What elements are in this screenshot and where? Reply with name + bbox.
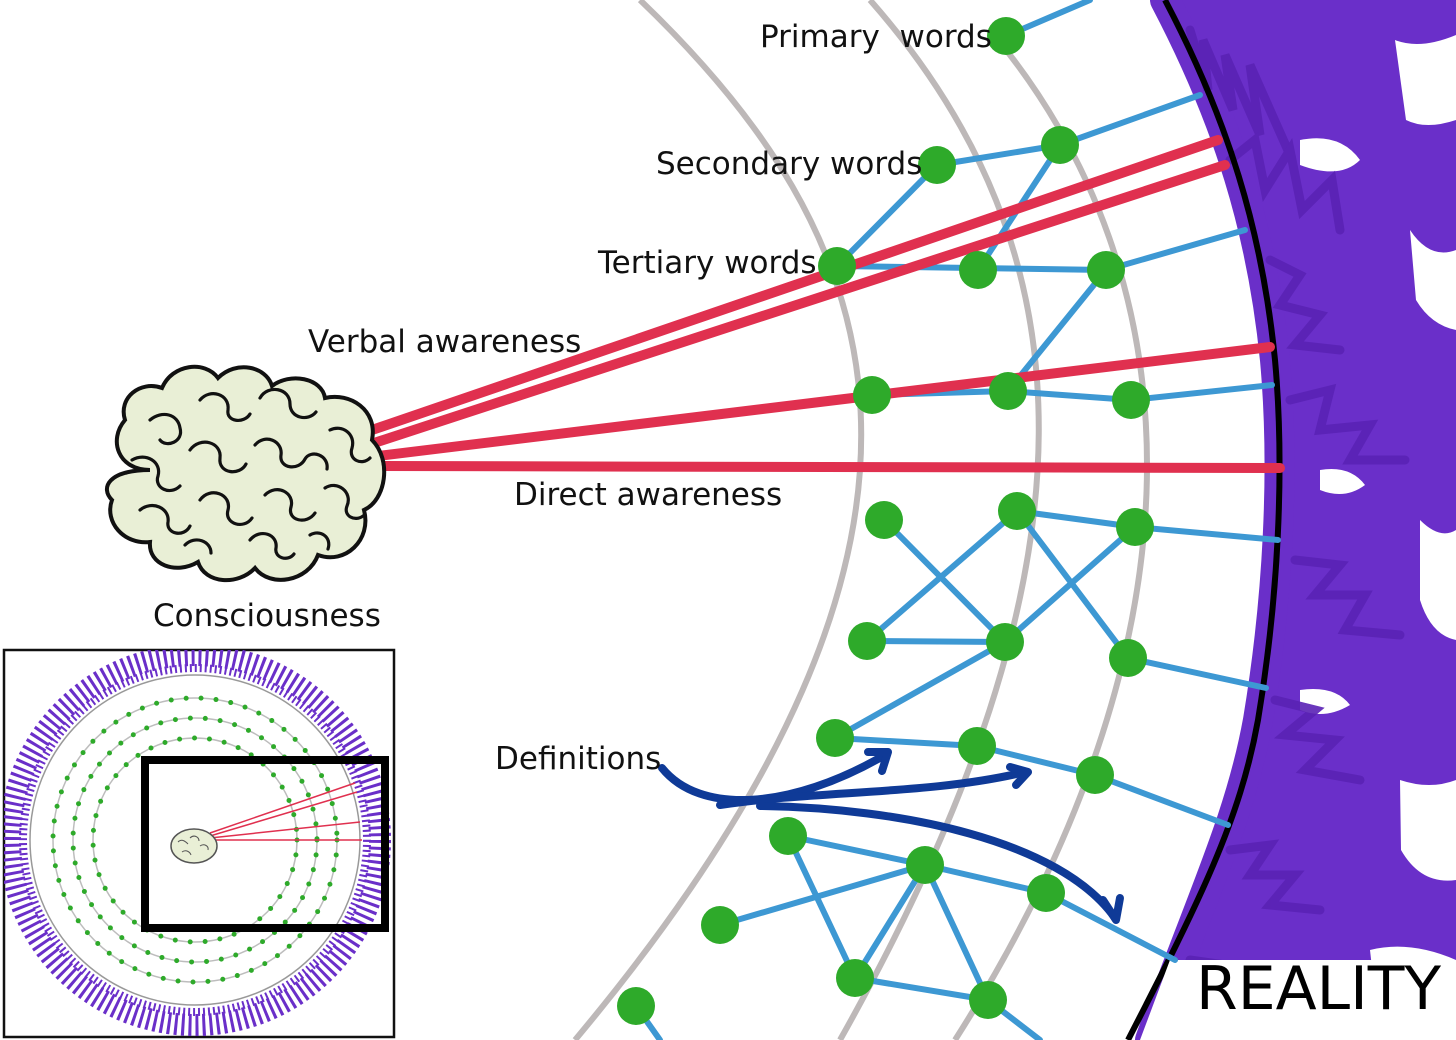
word-node: [969, 981, 1007, 1019]
word-node: [1116, 508, 1154, 546]
label-primary-words: Primary words: [760, 19, 992, 55]
brain-icon: [105, 364, 387, 583]
label-consciousness: Consciousness: [153, 598, 381, 634]
label-direct-awareness: Direct awareness: [514, 477, 782, 513]
word-node: [836, 959, 874, 997]
word-node: [865, 501, 903, 539]
awareness-lines: [367, 135, 1285, 473]
word-node: [853, 376, 891, 414]
word-node: [918, 146, 956, 184]
verbal-awareness-line-1: [367, 135, 1223, 435]
label-verbal-awareness: Verbal awareness: [308, 324, 581, 360]
label-reality: REALITY: [1196, 954, 1441, 1024]
word-node: [617, 987, 655, 1025]
word-node: [1027, 874, 1065, 912]
reality-boundary: [1125, 0, 1283, 1040]
word-node: [701, 906, 739, 944]
direct-awareness-line: [377, 461, 1285, 473]
definition-arrow-3: [756, 802, 1119, 922]
word-node: [1087, 251, 1125, 289]
ring-secondary: [837, 0, 1042, 1040]
reality-region: [1125, 0, 1456, 1040]
verbal-awareness-line-2: [369, 160, 1230, 448]
verbal-awareness-line-3: [373, 342, 1275, 461]
label-tertiary-words: Tertiary words: [597, 245, 817, 281]
word-node: [1041, 126, 1079, 164]
definition-arrow-2: [716, 768, 1029, 809]
word-node: [987, 17, 1025, 55]
word-node: [958, 727, 996, 765]
word-node: [998, 492, 1036, 530]
ring-tertiary: [572, 0, 865, 1040]
word-node: [989, 372, 1027, 410]
word-node: [1076, 756, 1114, 794]
word-node: [906, 846, 944, 884]
inset-focus-frame: [141, 756, 389, 932]
word-node: [1112, 381, 1150, 419]
overview-inset-map: [2, 648, 396, 1039]
label-definitions: Definitions: [495, 741, 661, 777]
word-node: [818, 247, 856, 285]
word-node: [986, 623, 1024, 661]
word-node: [769, 817, 807, 855]
word-node: [816, 719, 854, 757]
definition-arrows: [658, 748, 1124, 924]
word-node: [959, 251, 997, 289]
word-node: [1109, 639, 1147, 677]
label-secondary-words: Secondary words: [656, 146, 922, 182]
word-node: [848, 622, 886, 660]
word-nodes: [617, 17, 1154, 1025]
